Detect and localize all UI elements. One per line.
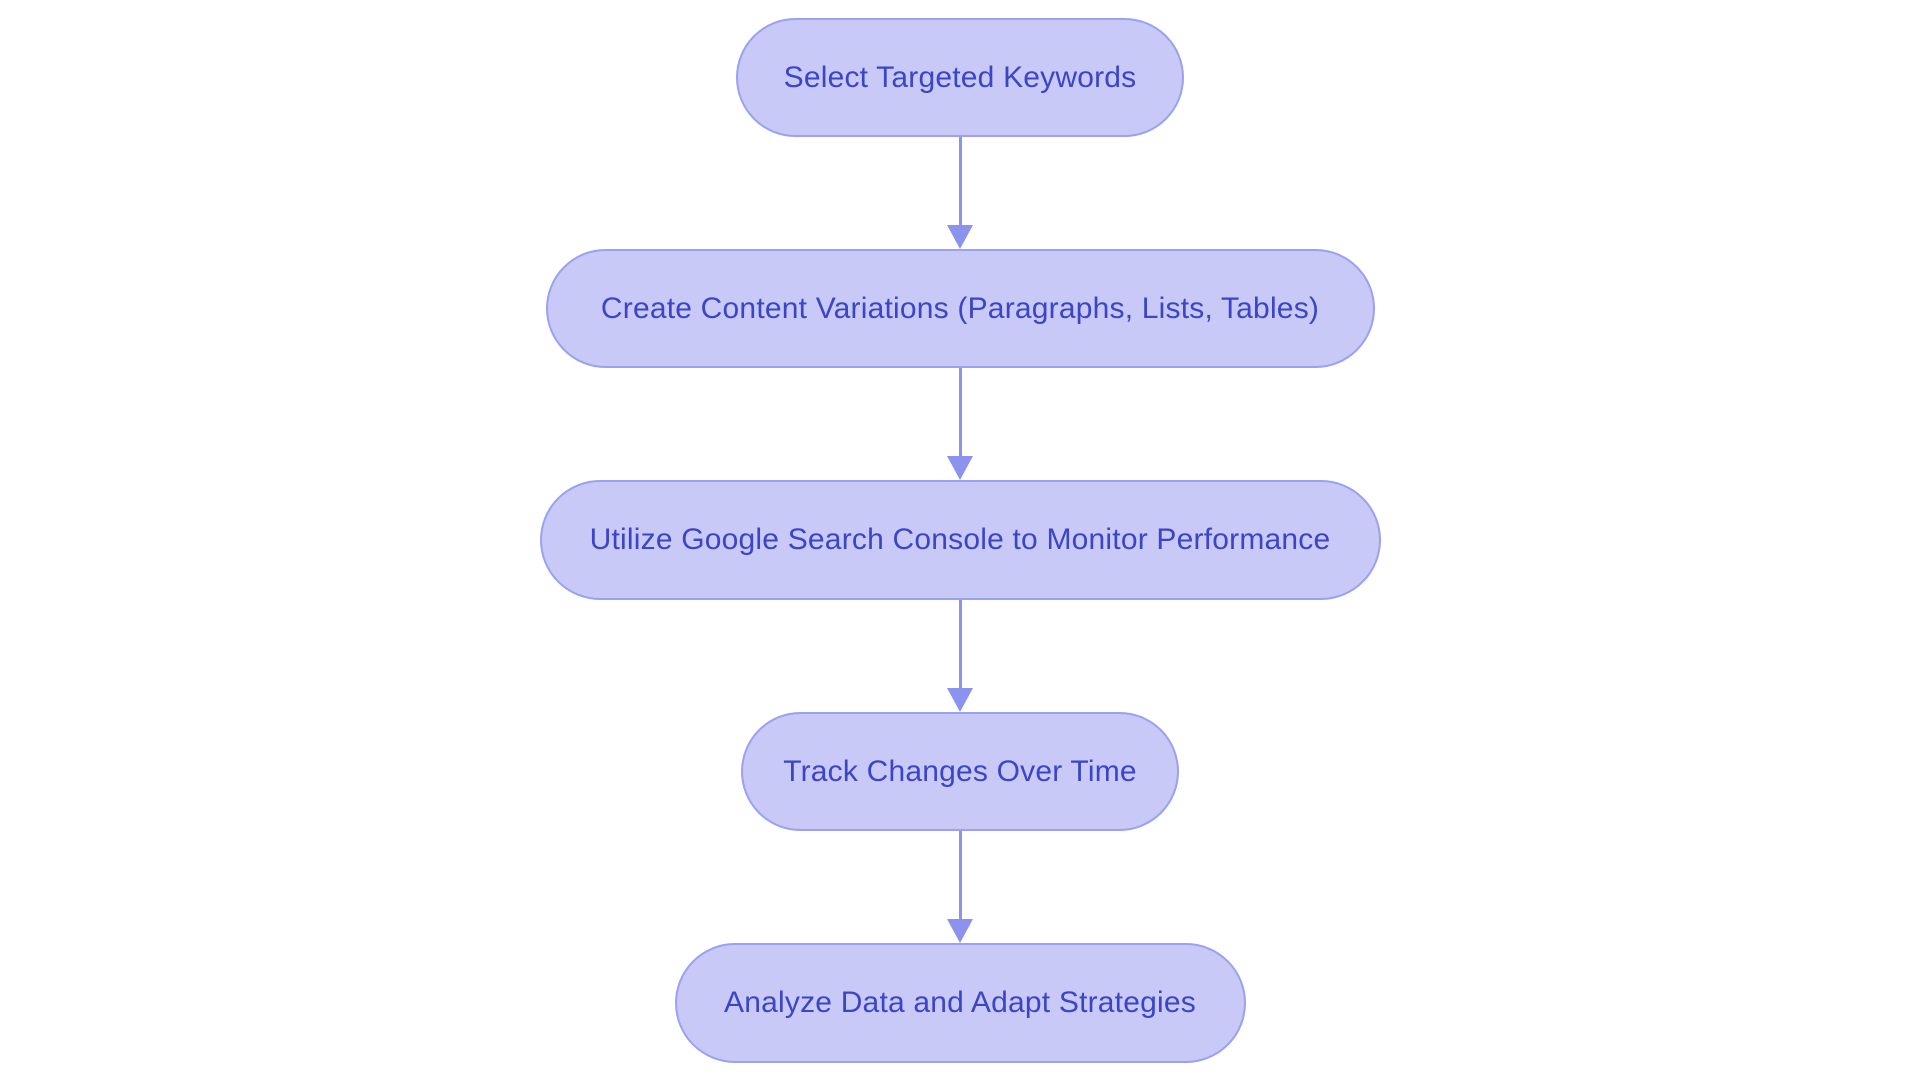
flow-arrow-1-2: [947, 137, 973, 249]
flow-node-label: Create Content Variations (Paragraphs, L…: [600, 291, 1320, 325]
flow-node-utilize-google-search-console: Utilize Google Search Console to Monitor…: [539, 480, 1381, 600]
flow-node-label: Utilize Google Search Console to Monitor…: [589, 523, 1331, 556]
flow-node-create-content-variations: Create Content Variations (Paragraphs, L…: [545, 249, 1375, 368]
flow-node-label: Track Changes Over Time: [783, 754, 1137, 788]
flow-node-analyze-data-adapt-strategies: Analyze Data and Adapt Strategies: [674, 943, 1246, 1063]
arrow-line: [958, 831, 962, 919]
flow-node-label: Select Targeted Keywords: [783, 60, 1137, 94]
flowchart: Select Targeted Keywords Create Content …: [0, 18, 1920, 1063]
arrow-head-icon: [947, 456, 973, 480]
flow-arrow-2-3: [947, 368, 973, 480]
arrow-head-icon: [947, 919, 973, 943]
arrow-head-icon: [947, 688, 973, 712]
flow-arrow-4-5: [947, 831, 973, 943]
flow-arrow-3-4: [947, 600, 973, 712]
flow-node-track-changes-over-time: Track Changes Over Time: [741, 712, 1179, 831]
arrow-line: [958, 368, 962, 456]
arrow-line: [958, 137, 962, 225]
flow-node-select-targeted-keywords: Select Targeted Keywords: [736, 18, 1184, 137]
arrow-line: [958, 600, 962, 688]
arrow-head-icon: [947, 225, 973, 249]
flow-node-label: Analyze Data and Adapt Strategies: [724, 986, 1196, 1019]
